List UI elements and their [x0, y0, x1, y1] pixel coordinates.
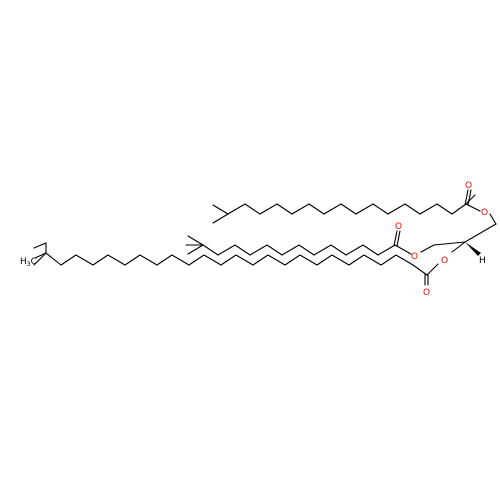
carbonyl-oxygen-1: O	[465, 181, 472, 191]
chain-3-ester-c-o	[426, 263, 439, 276]
chain-3-ethyl-branch	[34, 252, 47, 259]
chain-1-carbonyl-double-a	[464, 189, 469, 206]
chain-3-skeleton	[45, 252, 428, 276]
glycerol-c1-c2	[464, 223, 497, 243]
carbonyl-oxygen-2: O	[395, 222, 402, 232]
chain-1-carbonyl-single	[465, 194, 476, 205]
chain-2-carbonyl-double-a	[393, 230, 398, 247]
glycerol-o1-c1	[489, 213, 497, 225]
chain-2-ester-c-o	[394, 244, 412, 255]
glycerol-o2-c3	[420, 244, 435, 253]
glycerol-c2-o3	[451, 241, 466, 253]
terminal-methyl-label: H3C	[20, 257, 37, 268]
ester-oxygen-2: O	[411, 252, 418, 262]
chain-2-methyl-branch-a	[187, 235, 204, 246]
chain-3-methyl-branch	[33, 252, 47, 266]
stereo-hydrogen: H	[479, 256, 486, 266]
chain-1-skeleton	[212, 203, 467, 215]
chain-1-methyl-branch	[212, 213, 229, 224]
chain-2-methyl-branch-b	[187, 244, 204, 255]
stereo-wedge-bond	[465, 242, 481, 256]
chain-1-ester-o-c	[465, 203, 481, 212]
glycerol-c3-c2	[433, 241, 466, 246]
carbonyl-oxygen-3: O	[423, 288, 430, 298]
ester-oxygen-1: O	[481, 208, 488, 218]
ester-oxygen-3: O	[441, 256, 448, 266]
chain-2-skeleton	[185, 244, 396, 256]
chain-2-carbonyl-double-b	[396, 230, 401, 247]
chain-3-ethyl-to-ch3	[33, 242, 47, 249]
chain-1-carbonyl-double-b	[467, 189, 472, 206]
